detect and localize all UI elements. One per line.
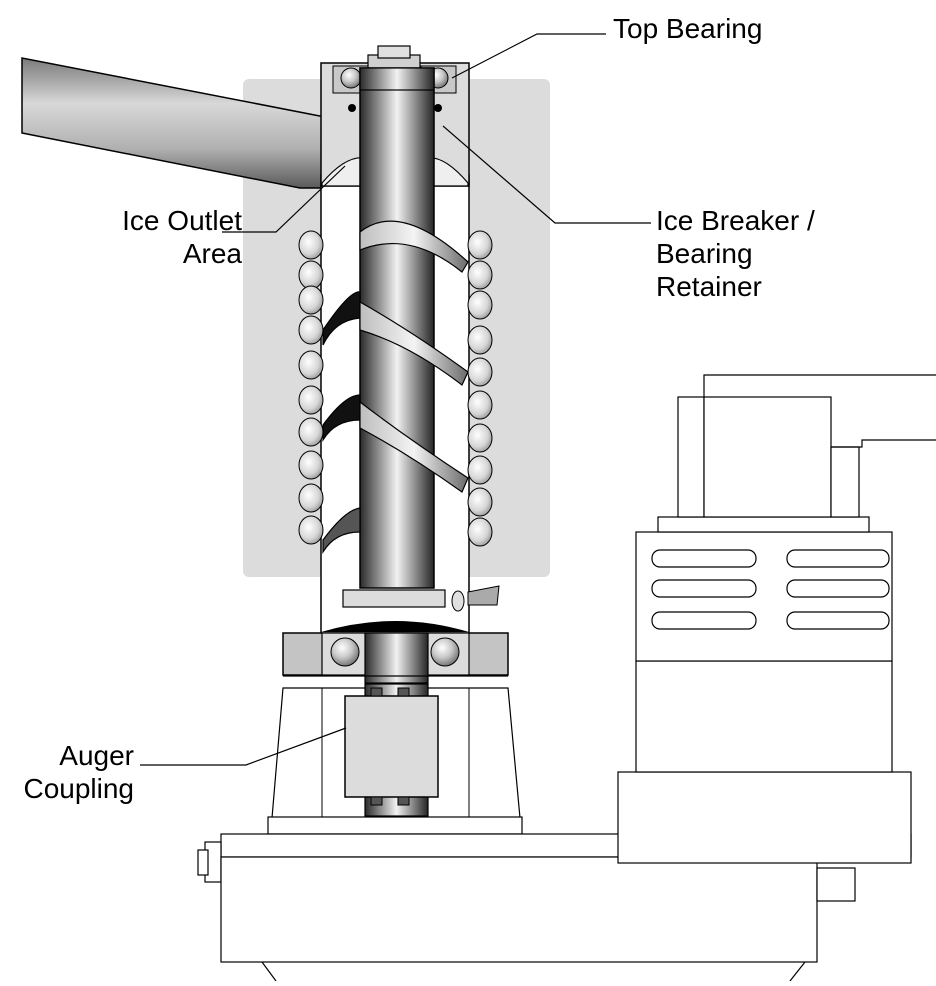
seal-dot-left	[348, 104, 356, 112]
frame	[220, 856, 818, 963]
auger-coupling	[344, 695, 439, 798]
label-ice-outlet-area: Ice Outlet Area	[122, 205, 242, 269]
bottom-seal	[342, 589, 446, 608]
lower-bearing-ball-left	[330, 637, 360, 667]
coils-right	[467, 230, 493, 547]
motor-vents	[651, 549, 890, 630]
motor-fan-cover	[703, 396, 832, 518]
gear-reducer	[617, 771, 912, 864]
top-bearing-ball-left	[340, 67, 362, 89]
label-auger-coupling: Auger Coupling	[23, 740, 134, 804]
auger-flights	[322, 220, 469, 555]
water-inlet	[467, 585, 500, 606]
seal-dot-right	[434, 104, 442, 112]
top-nut-cap	[377, 45, 411, 59]
leader-lines	[140, 33, 651, 766]
label-ice-breaker-bearing-retainer: Ice Breaker / Bearing Retainer	[656, 205, 815, 302]
lower-bearing-ball-right	[430, 637, 460, 667]
coils-left	[298, 230, 324, 545]
label-top-bearing: Top Bearing	[613, 13, 763, 44]
ice-chute	[21, 57, 331, 189]
